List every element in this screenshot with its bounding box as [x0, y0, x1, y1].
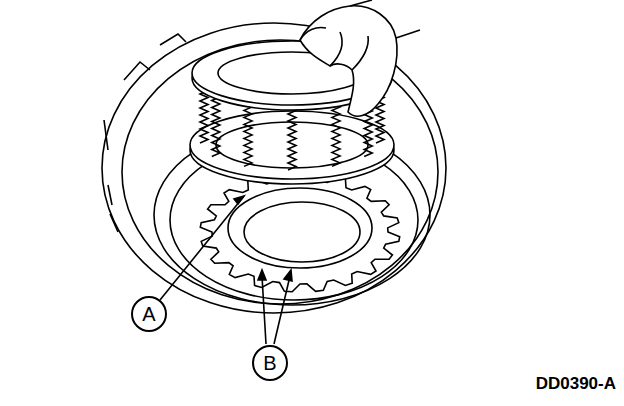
figure-code: DD0390-A: [536, 374, 616, 394]
drum-splines: [104, 120, 118, 232]
hub-teeth: [200, 172, 399, 292]
leader-line: [160, 196, 244, 300]
callout-letter: A: [142, 304, 155, 324]
hand-fingers: [300, 28, 368, 71]
leader-line: [262, 276, 290, 344]
hub-bore-inner: [244, 202, 360, 262]
callout-circle: A: [131, 296, 167, 332]
arrowhead: [258, 270, 292, 281]
hand: [300, 6, 397, 116]
callout-circle: B: [252, 345, 288, 381]
hub-bore: [228, 188, 372, 268]
drum-splines-top: [124, 34, 186, 80]
callout-letter: B: [263, 353, 276, 373]
wrist: [350, 0, 420, 38]
arrowhead: [234, 196, 244, 204]
